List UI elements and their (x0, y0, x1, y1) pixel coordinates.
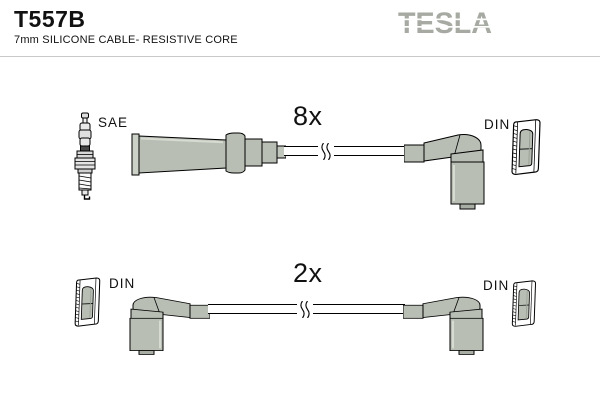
row2-left-din-terminal-icon (68, 276, 106, 329)
row1-straight-boot-graphic (131, 130, 286, 178)
part-number: T557B (14, 6, 86, 32)
row2-left-connector-label: DIN (109, 276, 136, 291)
row1-right-connector-label: DIN (484, 117, 511, 132)
row2-left-angled-boot-graphic (128, 296, 210, 356)
row2-right-angled-boot-graphic (403, 296, 485, 356)
row1-left-connector-label: SAE (98, 115, 129, 130)
cable-spec-subtitle: 7mm SILICONE CABLE- RESISTIVE CORE (14, 34, 238, 46)
row2-quantity-label: 2x (293, 258, 323, 288)
header-divider (0, 56, 600, 57)
tesla-logo: TESLA (398, 11, 492, 36)
row1-din-terminal-icon (508, 117, 543, 178)
row1-cable-break-icon (318, 143, 334, 160)
tesla-logo-text: TESLA (398, 11, 492, 36)
spark-plug-icon (72, 112, 98, 200)
row1-quantity-label: 8x (293, 101, 323, 131)
row2-cable-break-icon (297, 301, 313, 318)
row1-angled-boot-graphic (404, 133, 486, 211)
row2-right-din-terminal-icon (508, 279, 539, 329)
row2-right-connector-label: DIN (483, 278, 510, 293)
row1-cable (284, 146, 406, 156)
tesla-logo-graphic: TESLA (398, 11, 492, 36)
